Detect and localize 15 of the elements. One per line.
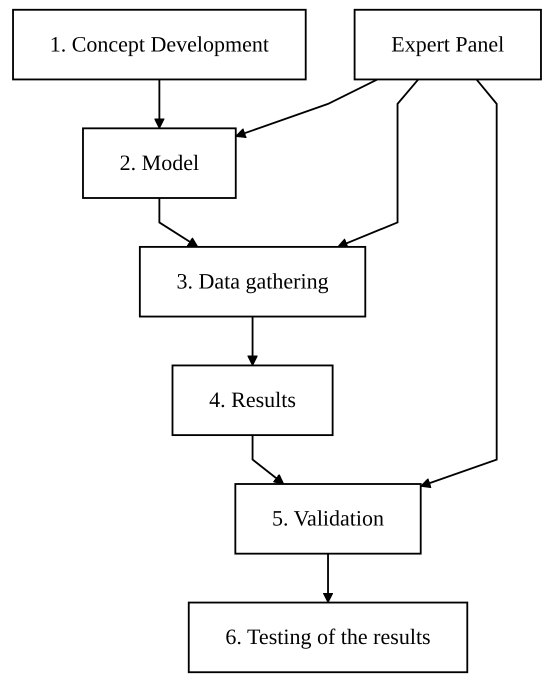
node-box: 4. Results <box>172 364 334 436</box>
node-box: 5. Validation <box>234 483 422 555</box>
arrow <box>247 316 258 366</box>
arrow <box>337 78 419 248</box>
arrow <box>322 554 334 604</box>
arrow <box>420 78 498 488</box>
node-box: Expert Panel <box>354 8 542 80</box>
node-box: 1. Concept Development <box>12 8 307 80</box>
arrow <box>154 79 165 129</box>
node-box: 2. Model <box>82 127 237 199</box>
arrow <box>252 435 284 484</box>
arrow <box>235 78 378 138</box>
arrow <box>158 198 198 248</box>
node-box: 6. Testing of the results <box>188 602 468 674</box>
node-box: 3. Data gathering <box>138 246 366 318</box>
